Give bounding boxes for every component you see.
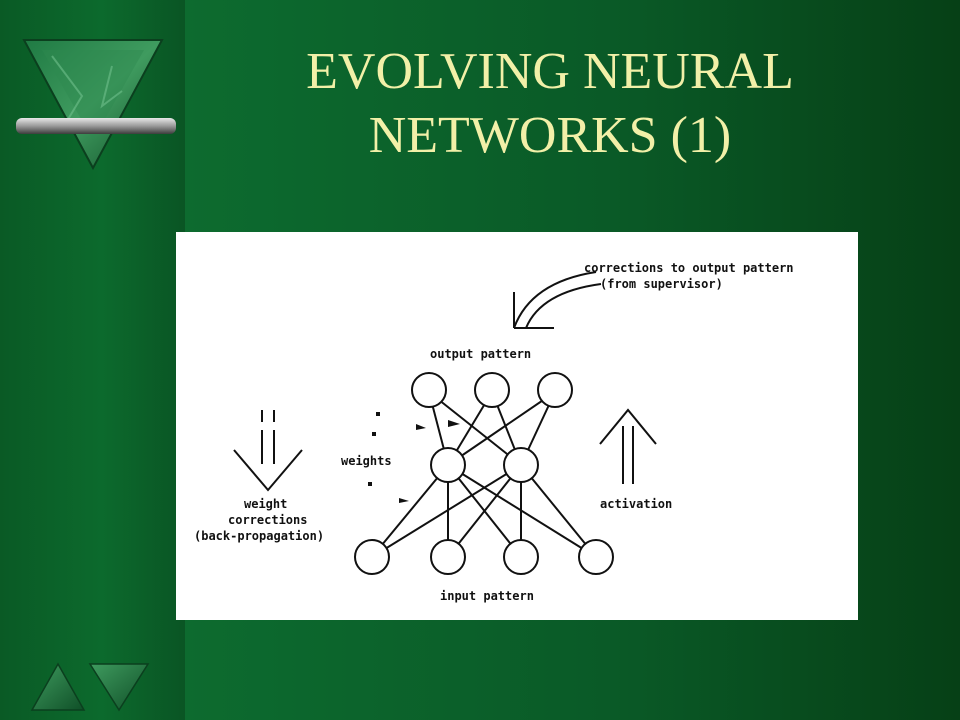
- activation-label: activation: [600, 497, 672, 511]
- down-arrow-icon: [233, 410, 303, 492]
- marble-triangle-icon: [16, 39, 176, 171]
- small-triangle-icon: [30, 662, 150, 712]
- weight-corrections-line-3: (back-propagation): [194, 529, 324, 543]
- corrections-label-line-2: (from supervisor): [600, 277, 723, 291]
- output-node-1: [411, 372, 447, 408]
- weight-marks: [368, 412, 460, 503]
- neural-network-figure: corrections to output pattern (from supe…: [176, 232, 858, 620]
- input-hidden-connections: [371, 464, 597, 558]
- weights-label: weights: [341, 454, 392, 468]
- up-arrow-icon: [599, 408, 657, 484]
- output-node-2: [474, 372, 510, 408]
- weight-corrections-line-2: corrections: [228, 513, 307, 527]
- hidden-node-1: [430, 447, 466, 483]
- input-node-1: [354, 539, 390, 575]
- input-node-2: [430, 539, 466, 575]
- output-node-3: [537, 372, 573, 408]
- weight-corrections-line-1: weight: [244, 497, 287, 511]
- supervisor-arrow-curve-1: [513, 271, 597, 329]
- slide-title: EVOLVING NEURAL NETWORKS (1): [200, 40, 900, 168]
- output-pattern-label: output pattern: [430, 347, 531, 361]
- title-line-1: EVOLVING NEURAL: [306, 43, 794, 100]
- input-node-3: [503, 539, 539, 575]
- input-pattern-label: input pattern: [440, 589, 534, 603]
- network-diagram: corrections to output pattern (from supe…: [194, 261, 794, 603]
- input-node-4: [578, 539, 614, 575]
- hidden-node-2: [503, 447, 539, 483]
- supervisor-arrow-head: [513, 292, 554, 329]
- supervisor-arrow-curve-2: [525, 283, 602, 329]
- corrections-label-line-1: corrections to output pattern: [584, 261, 794, 275]
- title-line-2: NETWORKS (1): [368, 107, 732, 164]
